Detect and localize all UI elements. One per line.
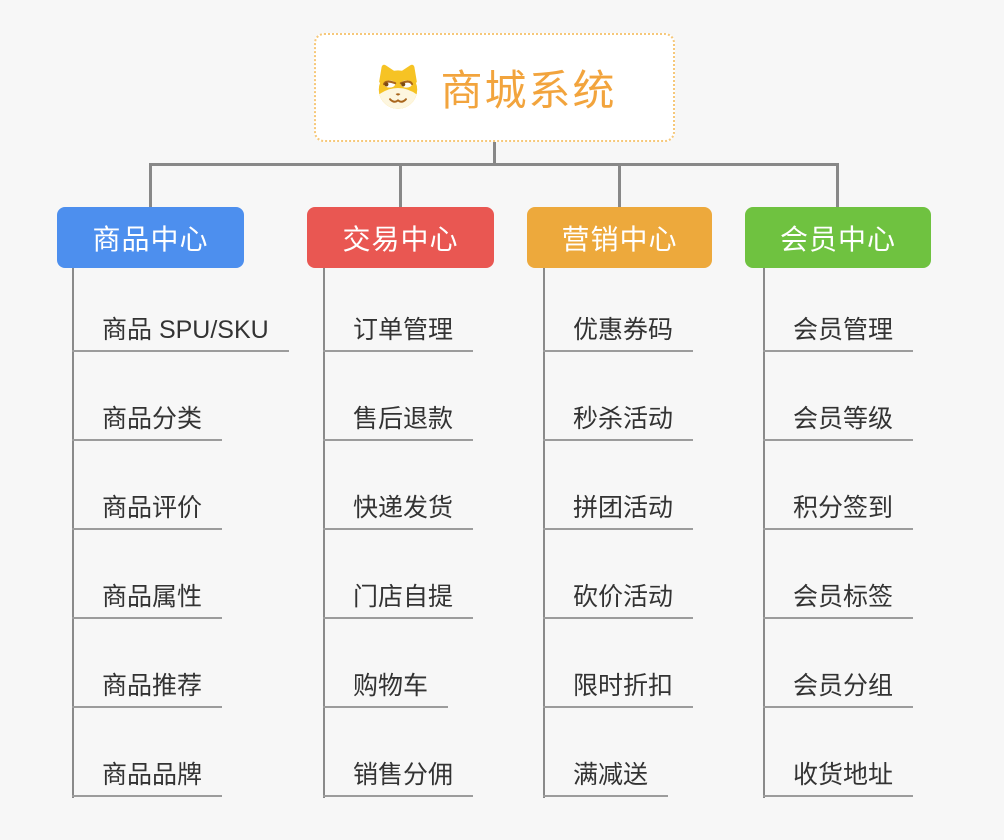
node-item[interactable]: 优惠券码 [543,310,694,352]
node-item[interactable]: 满减送 [543,755,669,797]
node-item[interactable]: 拼团活动 [543,488,694,530]
connector-drop-branch-0 [149,163,152,207]
node-item[interactable]: 购物车 [323,666,449,708]
node-item[interactable]: 商品分类 [72,399,223,441]
connector-drop-branch-3 [836,163,839,207]
node-item[interactable]: 积分签到 [763,488,914,530]
root-node[interactable]: 商城系统 [314,33,675,142]
node-item[interactable]: 门店自提 [323,577,474,619]
branch-header-trade-center[interactable]: 交易中心 [307,207,494,268]
node-item[interactable]: 商品属性 [72,577,223,619]
node-item[interactable]: 限时折扣 [543,666,694,708]
branch-header-goods-center[interactable]: 商品中心 [57,207,244,268]
root-title: 商城系统 [440,67,617,114]
node-item[interactable]: 会员分组 [763,666,914,708]
node-item[interactable]: 商品 SPU/SKU [72,310,289,352]
connector-drop-branch-2 [618,163,621,207]
node-item[interactable]: 快递发货 [323,488,474,530]
node-item[interactable]: 商品品牌 [72,755,223,797]
branch-header-member-center[interactable]: 会员中心 [745,207,931,268]
node-item[interactable]: 订单管理 [323,310,474,352]
node-item[interactable]: 会员等级 [763,399,914,441]
connector-root-drop [493,142,496,166]
node-item[interactable]: 商品推荐 [72,666,223,708]
node-item[interactable]: 商品评价 [72,488,223,530]
node-item[interactable]: 秒杀活动 [543,399,694,441]
branch-rail-1 [323,268,325,798]
node-item[interactable]: 销售分佣 [323,755,474,797]
branch-rail-3 [763,268,765,798]
node-item[interactable]: 会员标签 [763,577,914,619]
branch-header-marketing-center[interactable]: 营销中心 [527,207,712,268]
branch-rail-2 [543,268,545,798]
connector-horizontal [149,163,839,166]
node-item[interactable]: 会员管理 [763,310,914,352]
branch-rail-0 [72,268,74,798]
node-item[interactable]: 收货地址 [763,755,914,797]
connector-drop-branch-1 [399,163,402,207]
dog-face-icon [372,64,424,112]
node-item[interactable]: 砍价活动 [543,577,694,619]
node-item[interactable]: 售后退款 [323,399,474,441]
